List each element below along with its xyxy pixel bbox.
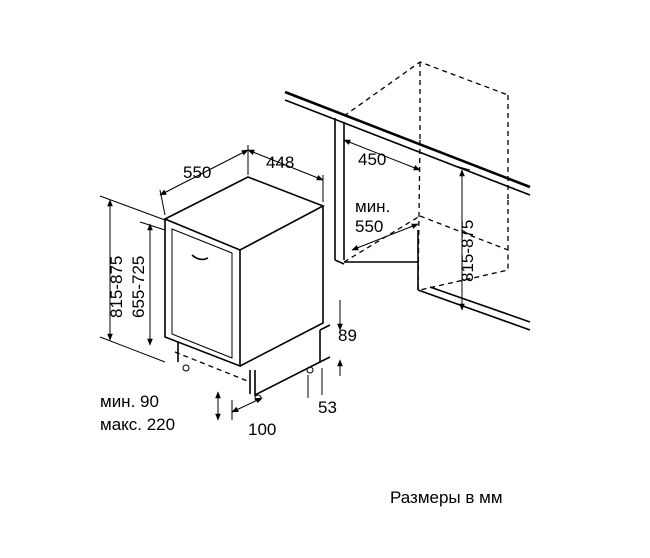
label-655-725: 655-725 bbox=[129, 256, 148, 318]
label-53: 53 bbox=[318, 398, 337, 417]
label-100: 100 bbox=[248, 420, 276, 439]
label-550-width: 550 bbox=[183, 163, 211, 182]
dimension-lines bbox=[99, 139, 471, 421]
label-550-niche-width: 550 bbox=[355, 217, 383, 236]
label-89: 89 bbox=[338, 326, 357, 345]
caption-units: Размеры в мм bbox=[390, 488, 503, 507]
label-max-220: макс. 220 bbox=[100, 415, 175, 434]
label-min: мин. bbox=[355, 197, 390, 216]
label-448-depth: 448 bbox=[266, 153, 294, 172]
label-815-875-right: 815-875 bbox=[458, 220, 477, 282]
kitchen-niche bbox=[284, 61, 531, 331]
label-450-niche-depth: 450 bbox=[358, 150, 386, 169]
label-min-90: мин. 90 bbox=[100, 392, 159, 411]
dishwasher-body bbox=[163, 176, 331, 402]
label-815-875-left: 815-875 bbox=[107, 256, 126, 318]
